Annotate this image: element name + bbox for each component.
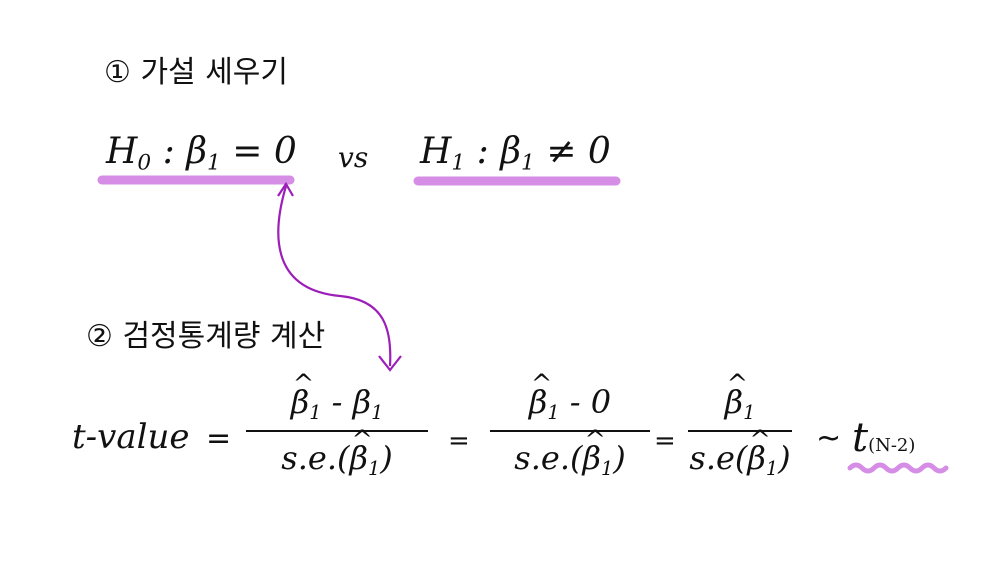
step1-title: 가설 세우기 bbox=[140, 55, 288, 90]
h0-beta: β bbox=[186, 131, 208, 172]
step2-marker: ② bbox=[86, 319, 113, 354]
step1-heading: ① 가설 세우기 bbox=[104, 58, 288, 88]
fraction-2: β1 - 0 s.e.(β1) bbox=[490, 372, 650, 478]
t-distribution: t(N-2) bbox=[852, 418, 915, 458]
step1-marker: ① bbox=[104, 55, 131, 90]
h0-symbol: H bbox=[106, 131, 138, 172]
dist-df: (N-2) bbox=[868, 435, 916, 456]
h1-colon: : bbox=[476, 131, 489, 172]
fraction-3-denominator: s.e(β1) bbox=[688, 428, 792, 478]
fraction-3-bar bbox=[688, 429, 792, 432]
h1-beta-sub: 1 bbox=[521, 150, 535, 176]
h1-symbol: H bbox=[420, 131, 452, 172]
dist-symbol: t bbox=[852, 415, 869, 461]
formula-eq2: = bbox=[448, 426, 470, 456]
null-hypothesis: H0 : β1 = 0 bbox=[106, 134, 297, 174]
connector-arrow bbox=[277, 185, 392, 367]
fraction-1: β1 - β1 s.e.(β1) bbox=[246, 372, 428, 478]
h0-relation: = 0 bbox=[232, 131, 297, 172]
dist-wavy-underline bbox=[847, 462, 949, 474]
fraction-1-numerator: β1 - β1 bbox=[246, 372, 428, 422]
fraction-2-denominator: s.e.(β1) bbox=[490, 428, 650, 478]
step2-heading: ② 검정통계량 계산 bbox=[86, 322, 325, 352]
h0-subscript: 0 bbox=[137, 150, 152, 176]
formula-eq1: = bbox=[206, 421, 232, 456]
arrowhead-bottom bbox=[378, 355, 402, 372]
h1-subscript: 1 bbox=[451, 150, 466, 176]
formula-tilde: ~ bbox=[816, 421, 842, 456]
formula-eq3: = bbox=[654, 426, 676, 456]
alternative-hypothesis: H1 : β1 ≠ 0 bbox=[420, 134, 611, 174]
fraction-3-numerator: β1 bbox=[688, 372, 792, 422]
h1-relation: ≠ 0 bbox=[546, 131, 611, 172]
fraction-1-denominator: s.e.(β1) bbox=[246, 428, 428, 478]
fraction-2-numerator: β1 - 0 bbox=[490, 372, 650, 422]
beta-hat: β bbox=[291, 372, 314, 418]
h0-beta-sub: 1 bbox=[207, 150, 221, 176]
h0-colon: : bbox=[162, 131, 175, 172]
fraction-1-bar bbox=[246, 429, 428, 432]
arrowhead-top bbox=[277, 181, 294, 197]
formula-lhs: t-value bbox=[72, 417, 190, 457]
h1-beta: β bbox=[500, 131, 522, 172]
fraction-3: β1 s.e(β1) bbox=[688, 372, 792, 478]
step2-title: 검정통계량 계산 bbox=[122, 319, 326, 354]
versus-label: vs bbox=[338, 141, 369, 174]
fraction-2-bar bbox=[490, 429, 650, 432]
